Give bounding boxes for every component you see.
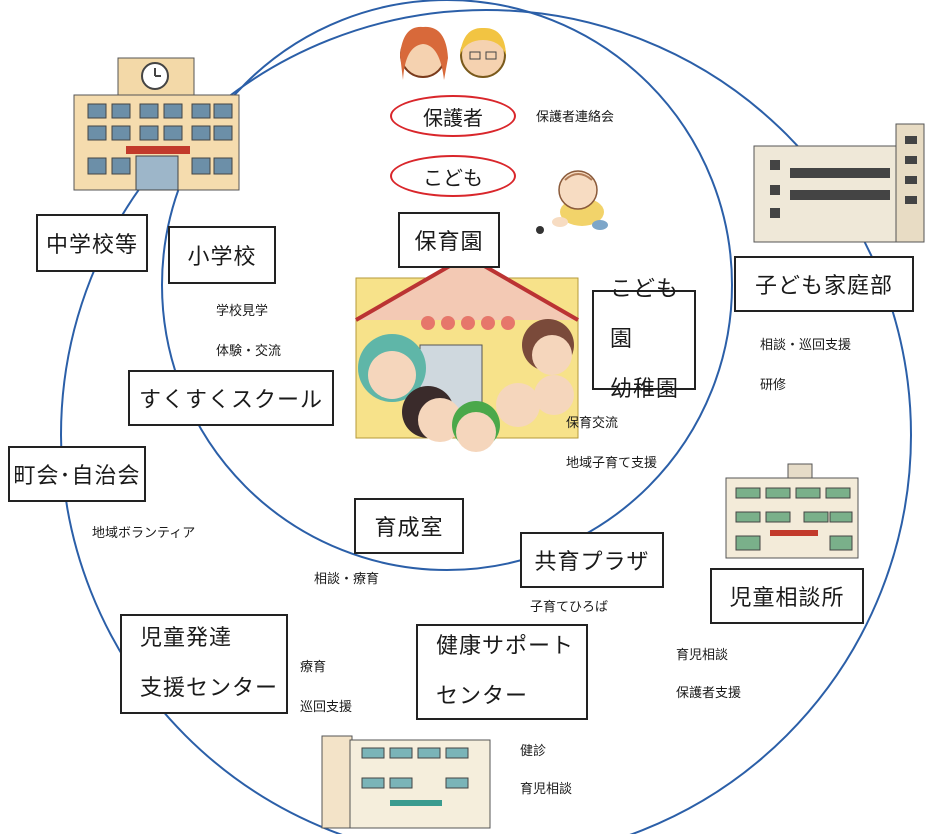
office-building-icon — [753, 123, 925, 243]
baby-illustration-icon — [536, 170, 608, 234]
guardian-liaison-note: 保護者連絡会 — [536, 110, 615, 125]
health-support-label: 健康サポート — [436, 634, 575, 659]
nursery-school-illustration-icon — [355, 253, 579, 452]
kyoiku-plaza-box: 共育プラザ — [520, 532, 664, 588]
consultation-therapy-note: 相談・療育 — [314, 572, 380, 587]
child-family-department-box: 子ども家庭部 — [734, 256, 914, 312]
training-note: 研修 — [760, 378, 787, 393]
after-school-club-box: 育成室 — [354, 498, 464, 554]
nursery-exchange-note: 保育交流 — [566, 416, 619, 431]
child-guidance-center-box: 児童相談所 — [710, 568, 864, 624]
health-support-center-box: 健康サポート センター — [416, 624, 588, 720]
kindergarten-label: 幼稚園 — [610, 377, 680, 402]
middle-school-building-icon — [73, 57, 240, 191]
experience-exchange-note: 体験・交流 — [216, 344, 282, 359]
center-label: センター — [436, 684, 529, 709]
health-checkup-note: 健診 — [520, 744, 547, 759]
childcare-consultation-note-1: 育児相談 — [676, 648, 729, 663]
neighborhood-association-box: 町会･自治会 — [8, 446, 146, 502]
guardian-oval: 保護者 — [390, 95, 516, 137]
child-guidance-center-building-icon — [725, 463, 859, 559]
child-oval: こども — [390, 155, 516, 197]
support-center-label: 支援センター — [140, 676, 279, 701]
nursery-school-box: 保育園 — [398, 212, 500, 268]
community-childcare-support-note: 地域子育て支援 — [566, 456, 658, 471]
school-visit-note: 学校見学 — [216, 304, 269, 319]
childcare-hiroba-note: 子育てひろば — [530, 600, 609, 615]
visiting-support-note: 巡回支援 — [300, 700, 353, 715]
kodomoen-kindergarten-box: こども園 幼稚園 — [592, 277, 696, 402]
childcare-consultation-note-2: 育児相談 — [520, 782, 573, 797]
kodomoen-label: こども園 — [610, 277, 680, 352]
community-volunteer-note: 地域ボランティア — [92, 526, 196, 541]
guardian-support-note: 保護者支援 — [676, 686, 742, 701]
child-development-support-center-box: 児童発達 支援センター — [120, 614, 288, 714]
health-center-building-icon — [321, 735, 491, 829]
consultation-visit-support-note: 相談・巡回支援 — [760, 338, 852, 353]
middle-school-box: 中学校等 — [36, 214, 148, 272]
elementary-school-box: 小学校 — [168, 226, 276, 284]
inner-circle — [161, 0, 733, 571]
parents-illustration-icon — [400, 26, 506, 80]
outer-circle — [60, 9, 912, 834]
child-development-label: 児童発達 — [140, 626, 233, 651]
sukusuku-school-box: すくすくスクール — [128, 370, 334, 426]
therapy-note: 療育 — [300, 660, 327, 675]
